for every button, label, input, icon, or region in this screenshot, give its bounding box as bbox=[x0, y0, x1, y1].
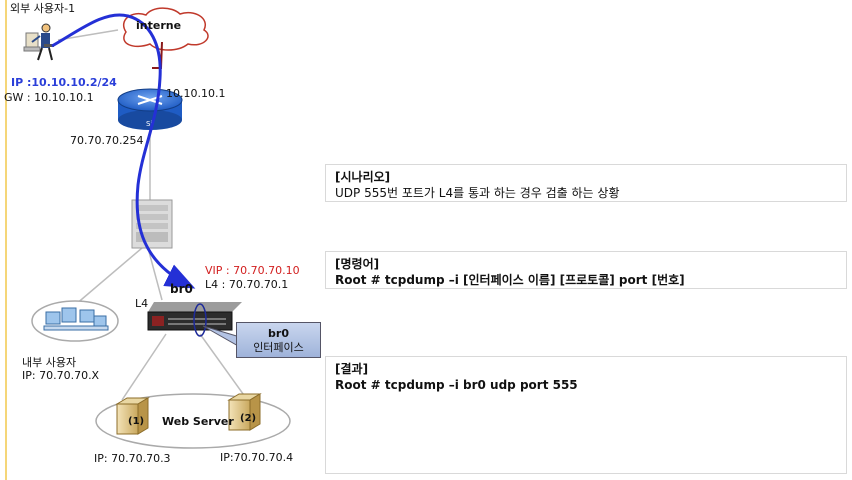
server-icon bbox=[115, 397, 150, 435]
workstation-cluster-icon bbox=[31, 300, 119, 342]
vip-label: VIP : 70.70.70.10 bbox=[205, 264, 300, 277]
person-at-computer-icon bbox=[23, 23, 54, 61]
internal-ip-label: IP: 70.70.70.X bbox=[22, 369, 100, 382]
server2-tag: (2) bbox=[240, 413, 257, 424]
server2-ip-label: IP:70.70.70.4 bbox=[220, 451, 294, 464]
result-body: Root # tcpdump –i br0 udp port 555 bbox=[335, 378, 578, 392]
command-panel: [명령어] Root # tcpdump –i [인터페이스 이름] [프로토콜… bbox=[325, 251, 847, 289]
internet-label: interne bbox=[136, 19, 182, 32]
traffic-path bbox=[51, 13, 196, 289]
br0-interface-callout: br0 인터페이스 bbox=[236, 322, 321, 358]
external-ip-label: IP :10.10.10.2/24 bbox=[11, 76, 117, 89]
command-body: Root # tcpdump –i [인터페이스 이름] [프로토콜] port… bbox=[335, 273, 685, 287]
external-user-label: 외부 사용자-1 bbox=[10, 2, 76, 15]
svg-text:Si: Si bbox=[146, 120, 152, 128]
router-ip-bottom-label: 70.70.70.254 bbox=[70, 134, 144, 147]
server-icon bbox=[227, 393, 262, 431]
router-ip-top-label: 10.10.10.1 bbox=[166, 87, 226, 100]
scenario-panel: [시나리오] UDP 555번 포트가 L4를 통과 하는 경우 검출 하는 상… bbox=[325, 164, 847, 202]
l4-appliance-icon bbox=[147, 302, 242, 331]
external-gateway-label: GW : 10.10.10.1 bbox=[4, 91, 94, 104]
result-title: [결과] bbox=[335, 362, 369, 376]
l4-label: L4 bbox=[135, 297, 149, 310]
topology-links bbox=[57, 29, 247, 401]
l4-ip-label: L4 : 70.70.70.1 bbox=[205, 278, 289, 291]
cloud-icon bbox=[123, 7, 209, 69]
br0-interface-marker bbox=[193, 303, 207, 337]
result-panel: [결과] Root # tcpdump –i br0 udp port 555 bbox=[325, 356, 847, 474]
router-icon: Si bbox=[117, 88, 183, 130]
br0-label: br0 bbox=[170, 282, 193, 296]
scenario-body: UDP 555번 포트가 L4를 통과 하는 경우 검출 하는 상황 bbox=[335, 186, 620, 200]
command-title: [명령어] bbox=[335, 257, 380, 271]
server1-ip-label: IP: 70.70.70.3 bbox=[94, 452, 171, 465]
callout-subtitle: 인터페이스 bbox=[253, 341, 304, 354]
web-server-label: Web Server bbox=[162, 415, 234, 428]
internal-user-label: 내부 사용자 bbox=[22, 356, 77, 369]
callout-title: br0 bbox=[268, 327, 289, 340]
server1-tag: (1) bbox=[128, 416, 145, 427]
scenario-title: [시나리오] bbox=[335, 170, 391, 184]
